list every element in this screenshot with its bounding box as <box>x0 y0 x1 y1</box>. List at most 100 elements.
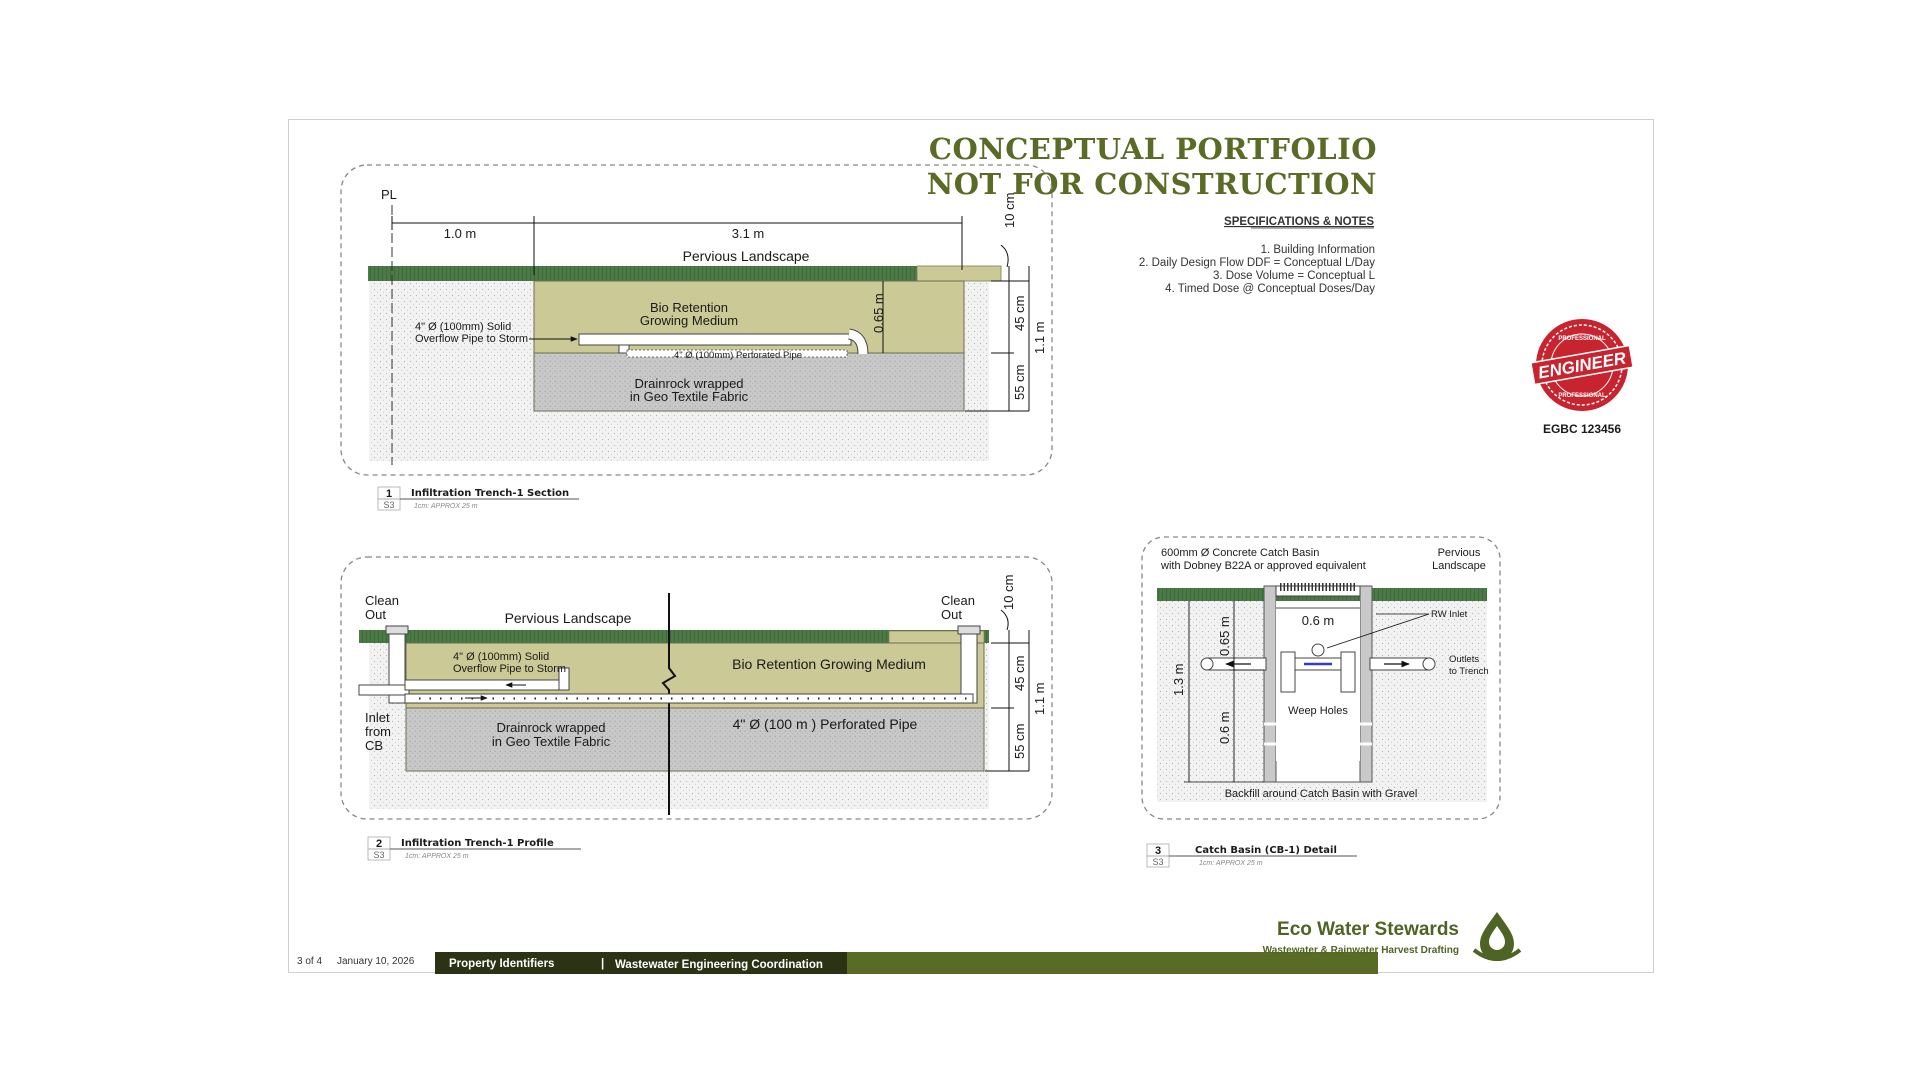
pl-label: PL <box>381 187 397 202</box>
tag-scale: 1cm: APPROX 25 m <box>414 503 478 510</box>
bio-retention-label-2: Growing Medium <box>640 313 738 328</box>
outlets-label: Outlets <box>1449 654 1479 665</box>
dim-45cm: 45 cm <box>1012 656 1027 691</box>
tag-sheet: S3 <box>383 500 394 510</box>
tag-sheet: S3 <box>373 850 384 860</box>
basin-grate <box>1275 585 1361 597</box>
title-line-2: NOT FOR CONSTRUCTION <box>927 167 1377 201</box>
dim-0-65m: 0.65 m <box>1217 616 1232 656</box>
drainrock-layer <box>533 352 965 412</box>
tag-title: Catch Basin (CB-1) Detail <box>1195 845 1337 856</box>
bio-retention-label: Bio Retention <box>650 300 728 315</box>
brand-tagline: Wastewater & Rainwater Harvest Drafting <box>1263 945 1459 956</box>
note-item: 4. Timed Dose @ Conceptual Doses/Day <box>1165 283 1375 295</box>
engineer-stamp: ENGINEER PROFESSIONAL PROFESSIONAL EGBC … <box>1529 319 1635 436</box>
section-2-infiltration-profile: Clean Out Clean Out Pervious Landscape 4… <box>340 556 1053 820</box>
clean-out-left-label-2: Out <box>365 607 386 622</box>
perforated-pipe <box>626 349 848 358</box>
section-1-frame <box>340 164 1053 476</box>
tag-number: 2 <box>376 838 382 850</box>
note-item: 2. Daily Design Flow DDF = Conceptual L/… <box>1139 257 1375 269</box>
dim-10cm: 10 cm <box>1002 193 1017 228</box>
basin-label-2: with Dobney B22A or approved equivalent <box>1160 560 1366 572</box>
section-1-tag: 1 S3 Infiltration Trench-1 Section 1cm: … <box>377 486 579 511</box>
pervious-landscape-strip <box>368 266 917 281</box>
clean-out-right <box>960 627 978 704</box>
perforated-label: 4" Ø (100mm) Perforated Pipe <box>674 350 802 361</box>
section-1-infiltration-trench: PL 1.0 m 3.1 m Pervious Landscape Bio Re… <box>340 164 1053 476</box>
dim-45cm: 45 cm <box>1012 296 1027 331</box>
drawing-canvas: CONCEPTUAL PORTFOLIO NOT FOR CONSTRUCTIO… <box>297 132 1635 974</box>
overflow-label-2: Overflow Pipe to Storm <box>453 663 566 675</box>
stamp-ring-top: PROFESSIONAL <box>1558 336 1606 342</box>
drainrock-layer <box>405 707 985 772</box>
backfill-label: Backfill around Catch Basin with Gravel <box>1225 788 1418 800</box>
dim-width: 0.6 m <box>1302 613 1335 628</box>
stamp-ring-bottom: PROFESSIONAL <box>1558 393 1606 399</box>
drainrock-label: Drainrock wrapped <box>634 376 743 391</box>
page-number: 3 of 4 <box>297 956 322 967</box>
footer: 3 of 4 January 10, 2026 Property Identif… <box>297 952 1378 974</box>
bio-retention-label: Bio Retention Growing Medium <box>732 656 926 672</box>
pervious-landscape-label: Pervious Landscape <box>683 248 810 264</box>
tag-title: Infiltration Trench-1 Profile <box>401 838 554 849</box>
break-line <box>661 593 677 815</box>
pervious-label: Pervious <box>1438 547 1481 559</box>
overflow-pipe <box>404 679 566 691</box>
drainrock-label: Drainrock wrapped <box>496 720 605 735</box>
drawing-sheet: CONCEPTUAL PORTFOLIO NOT FOR CONSTRUCTIO… <box>288 119 1654 974</box>
overflow-pipe <box>578 333 852 346</box>
section-3-frame <box>1141 536 1501 820</box>
drainrock-label-2: in Geo Textile Fabric <box>630 389 749 404</box>
dim-1-3m: 1.3 m <box>1171 663 1186 696</box>
pervious-landscape-strip <box>359 630 849 643</box>
dim-1m: 1.0 m <box>444 226 477 241</box>
inlet-label-2: from <box>365 724 391 739</box>
dim-3-1m: 3.1 m <box>732 226 765 241</box>
property-identifiers: Property Identifiers <box>449 958 554 970</box>
overflow-label: 4" Ø (100mm) Solid <box>453 651 549 663</box>
stamp-id: EGBC 123456 <box>1543 422 1621 436</box>
tag-sheet: S3 <box>1152 857 1163 867</box>
overflow-label-2: Overflow Pipe to Storm <box>415 333 528 345</box>
overflow-label: 4" Ø (100mm) Solid <box>415 321 511 333</box>
notes-heading: SPECIFICATIONS & NOTES <box>1224 216 1374 228</box>
drainrock-label-2: in Geo Textile Fabric <box>492 734 611 749</box>
clean-out-right-label-2: Out <box>941 607 962 622</box>
basin-label: 600mm Ø Concrete Catch Basin <box>1161 547 1319 559</box>
dim-1-1m: 1.1 m <box>1032 682 1047 715</box>
dim-1-1m: 1.1 m <box>1032 321 1047 354</box>
dim-0-65m: 0.65 m <box>871 293 886 333</box>
basin-wall-right <box>1359 585 1373 783</box>
tag-scale: 1cm: APPROX 25 m <box>1199 860 1263 867</box>
section-3-tag: 3 S3 Catch Basin (CB-1) Detail 1cm: APPR… <box>1146 843 1357 868</box>
tag-title: Infiltration Trench-1 Section <box>411 488 569 499</box>
outlets-label-2: to Trench <box>1449 666 1489 677</box>
basin-wall-left <box>1263 585 1277 783</box>
perforated-pipe <box>404 693 974 704</box>
section-2-tag: 2 S3 Infiltration Trench-1 Profile 1cm: … <box>367 836 581 861</box>
dim-55cm: 55 cm <box>1012 365 1027 400</box>
title-line-1: CONCEPTUAL PORTFOLIO <box>929 132 1377 166</box>
date: January 10, 2026 <box>337 956 415 967</box>
coordination-label: Wastewater Engineering Coordination <box>615 959 823 971</box>
note-item: 1. Building Information <box>1261 244 1375 256</box>
dim-0-6m: 0.6 m <box>1217 711 1232 744</box>
rw-inlet-label: RW Inlet <box>1431 609 1468 620</box>
perforated-label: 4" Ø (100 m ) Perforated Pipe <box>733 716 918 732</box>
water-drop-icon <box>1472 912 1522 961</box>
tag-scale: 1cm: APPROX 25 m <box>405 853 469 860</box>
weep-holes-label: Weep Holes <box>1288 705 1348 717</box>
brand-name: Eco Water Stewards <box>1277 919 1459 940</box>
section-2-frame <box>340 556 1053 820</box>
tag-number: 3 <box>1155 845 1161 857</box>
note-item: 3. Dose Volume = Conceptual L <box>1213 270 1376 282</box>
clean-out-right-label: Clean <box>941 593 975 608</box>
section-3-catch-basin: 0.6 m 0.65 m 0.6 m 1.3 m 600mm Ø Concret… <box>1141 536 1501 820</box>
pervious-label-2: Landscape <box>1432 560 1486 572</box>
inlet-label: Inlet <box>365 710 390 725</box>
specifications-notes: SPECIFICATIONS & NOTES 1. Building Infor… <box>1139 216 1376 295</box>
clean-out-left-label: Clean <box>365 593 399 608</box>
inlet-label-3: CB <box>365 738 383 753</box>
tag-number: 1 <box>386 488 392 500</box>
